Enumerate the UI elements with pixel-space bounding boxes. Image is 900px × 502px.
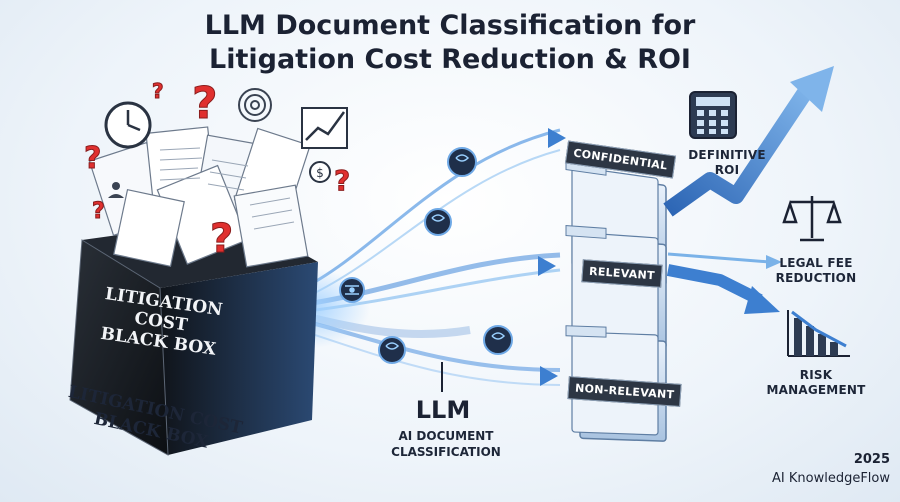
outcome-definitive-roi: DEFINITIVE ROI bbox=[672, 148, 782, 178]
llm-subtitle-line-2: CLASSIFICATION bbox=[391, 445, 501, 459]
svg-text:?: ? bbox=[152, 79, 164, 103]
user-icon bbox=[108, 182, 124, 198]
outcome-risk-line-1: RISK bbox=[799, 368, 833, 382]
dollar-coin-icon: $ bbox=[309, 161, 331, 183]
growth-chart-icon bbox=[301, 107, 348, 149]
svg-text:?: ? bbox=[210, 216, 233, 262]
scales-icon bbox=[782, 196, 842, 242]
spiral-icon bbox=[238, 88, 272, 122]
calculator-icon bbox=[689, 91, 737, 139]
llm-subtitle-line-1: AI DOCUMENT bbox=[398, 429, 494, 443]
footer-year: 2025 bbox=[853, 452, 890, 467]
outcome-fee-line-1: LEGAL FEE bbox=[779, 256, 853, 270]
document-pile bbox=[88, 126, 311, 268]
roi-growth-arrow bbox=[663, 66, 834, 217]
title-line-2: Litigation Cost Reduction & ROI bbox=[209, 44, 691, 75]
clock-icon bbox=[104, 101, 152, 149]
outcome-risk-management: RISK MANAGEMENT bbox=[756, 368, 876, 398]
svg-text:?: ? bbox=[192, 78, 218, 129]
folder-non-relevant bbox=[565, 325, 667, 442]
risk-down-arrow bbox=[666, 264, 780, 314]
flow-arrowheads bbox=[538, 128, 566, 386]
outcome-roi-line-1: DEFINITIVE bbox=[688, 148, 766, 162]
outcome-legal-fee-reduction: LEGAL FEE REDUCTION bbox=[756, 256, 876, 286]
footer-brand: AI KnowledgeFlow bbox=[772, 471, 890, 486]
llm-subtitle: AI DOCUMENT CLASSIFICATION bbox=[376, 428, 516, 460]
circuit-icon bbox=[339, 277, 365, 303]
outcome-risk-line-2: MANAGEMENT bbox=[766, 383, 866, 397]
svg-text:$: $ bbox=[316, 166, 324, 180]
outcome-roi-line-2: ROI bbox=[714, 163, 740, 177]
fee-reduction-arrow bbox=[667, 252, 782, 269]
brain-icon bbox=[378, 147, 513, 364]
svg-text:?: ? bbox=[92, 199, 105, 224]
question-mark-icon: ? ? ? ? ? ? bbox=[84, 78, 351, 263]
title-line-1: LLM Document Classification for bbox=[204, 10, 696, 41]
svg-text:?: ? bbox=[334, 164, 350, 197]
svg-text:?: ? bbox=[84, 141, 101, 176]
declining-chart-icon bbox=[787, 310, 850, 357]
outcome-fee-line-2: REDUCTION bbox=[775, 271, 857, 285]
llm-title: LLM bbox=[415, 396, 471, 424]
